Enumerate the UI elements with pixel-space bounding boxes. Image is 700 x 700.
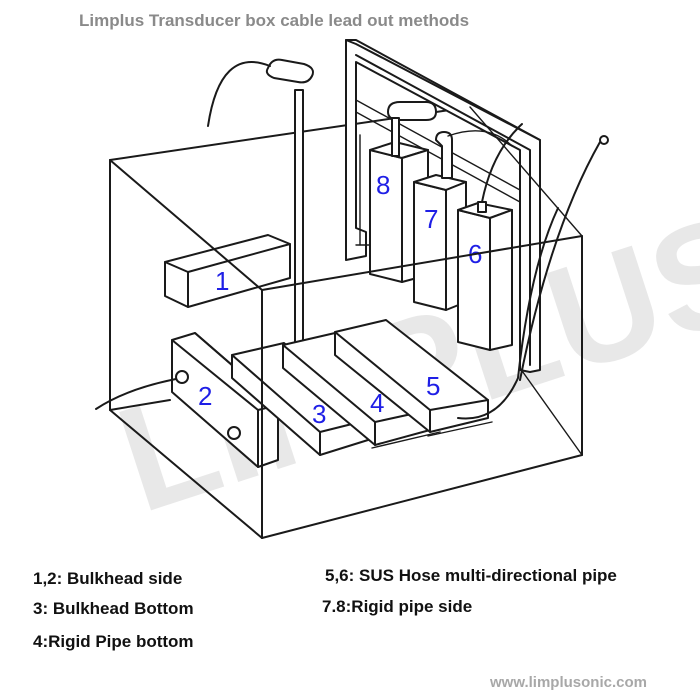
label-7: 7 bbox=[424, 204, 438, 234]
label-4: 4 bbox=[370, 388, 384, 418]
legend-item-rigid-pipe-bottom: 4:Rigid Pipe bottom bbox=[33, 632, 194, 651]
label-2: 2 bbox=[198, 381, 212, 411]
label-3: 3 bbox=[312, 399, 326, 429]
legend-item-sus-hose: 5,6: SUS Hose multi-directional pipe bbox=[325, 566, 617, 585]
transducer-2: 2 bbox=[95, 332, 279, 468]
diagram-title: Limplus Transducer box cable lead out me… bbox=[79, 11, 470, 30]
transducer-1: 1 bbox=[164, 234, 291, 308]
legend-item-bulkhead-side: 1,2: Bulkhead side bbox=[33, 569, 183, 588]
legend-item-rigid-pipe-side: 7.8:Rigid pipe side bbox=[322, 597, 473, 616]
label-5: 5 bbox=[426, 371, 440, 401]
transducer-6: 6 bbox=[457, 123, 523, 351]
label-1: 1 bbox=[215, 266, 229, 296]
tank-front bbox=[109, 106, 583, 539]
legend-item-bulkhead-bottom: 3: Bulkhead Bottom bbox=[33, 599, 194, 618]
transducer-box-illustration: LIMPLUS 8 bbox=[95, 39, 700, 544]
rigid-pipe-4 bbox=[207, 58, 314, 346]
website-link[interactable]: www.limplusonic.com bbox=[490, 674, 647, 691]
label-8: 8 bbox=[376, 170, 390, 200]
mounting-frame bbox=[345, 39, 541, 373]
